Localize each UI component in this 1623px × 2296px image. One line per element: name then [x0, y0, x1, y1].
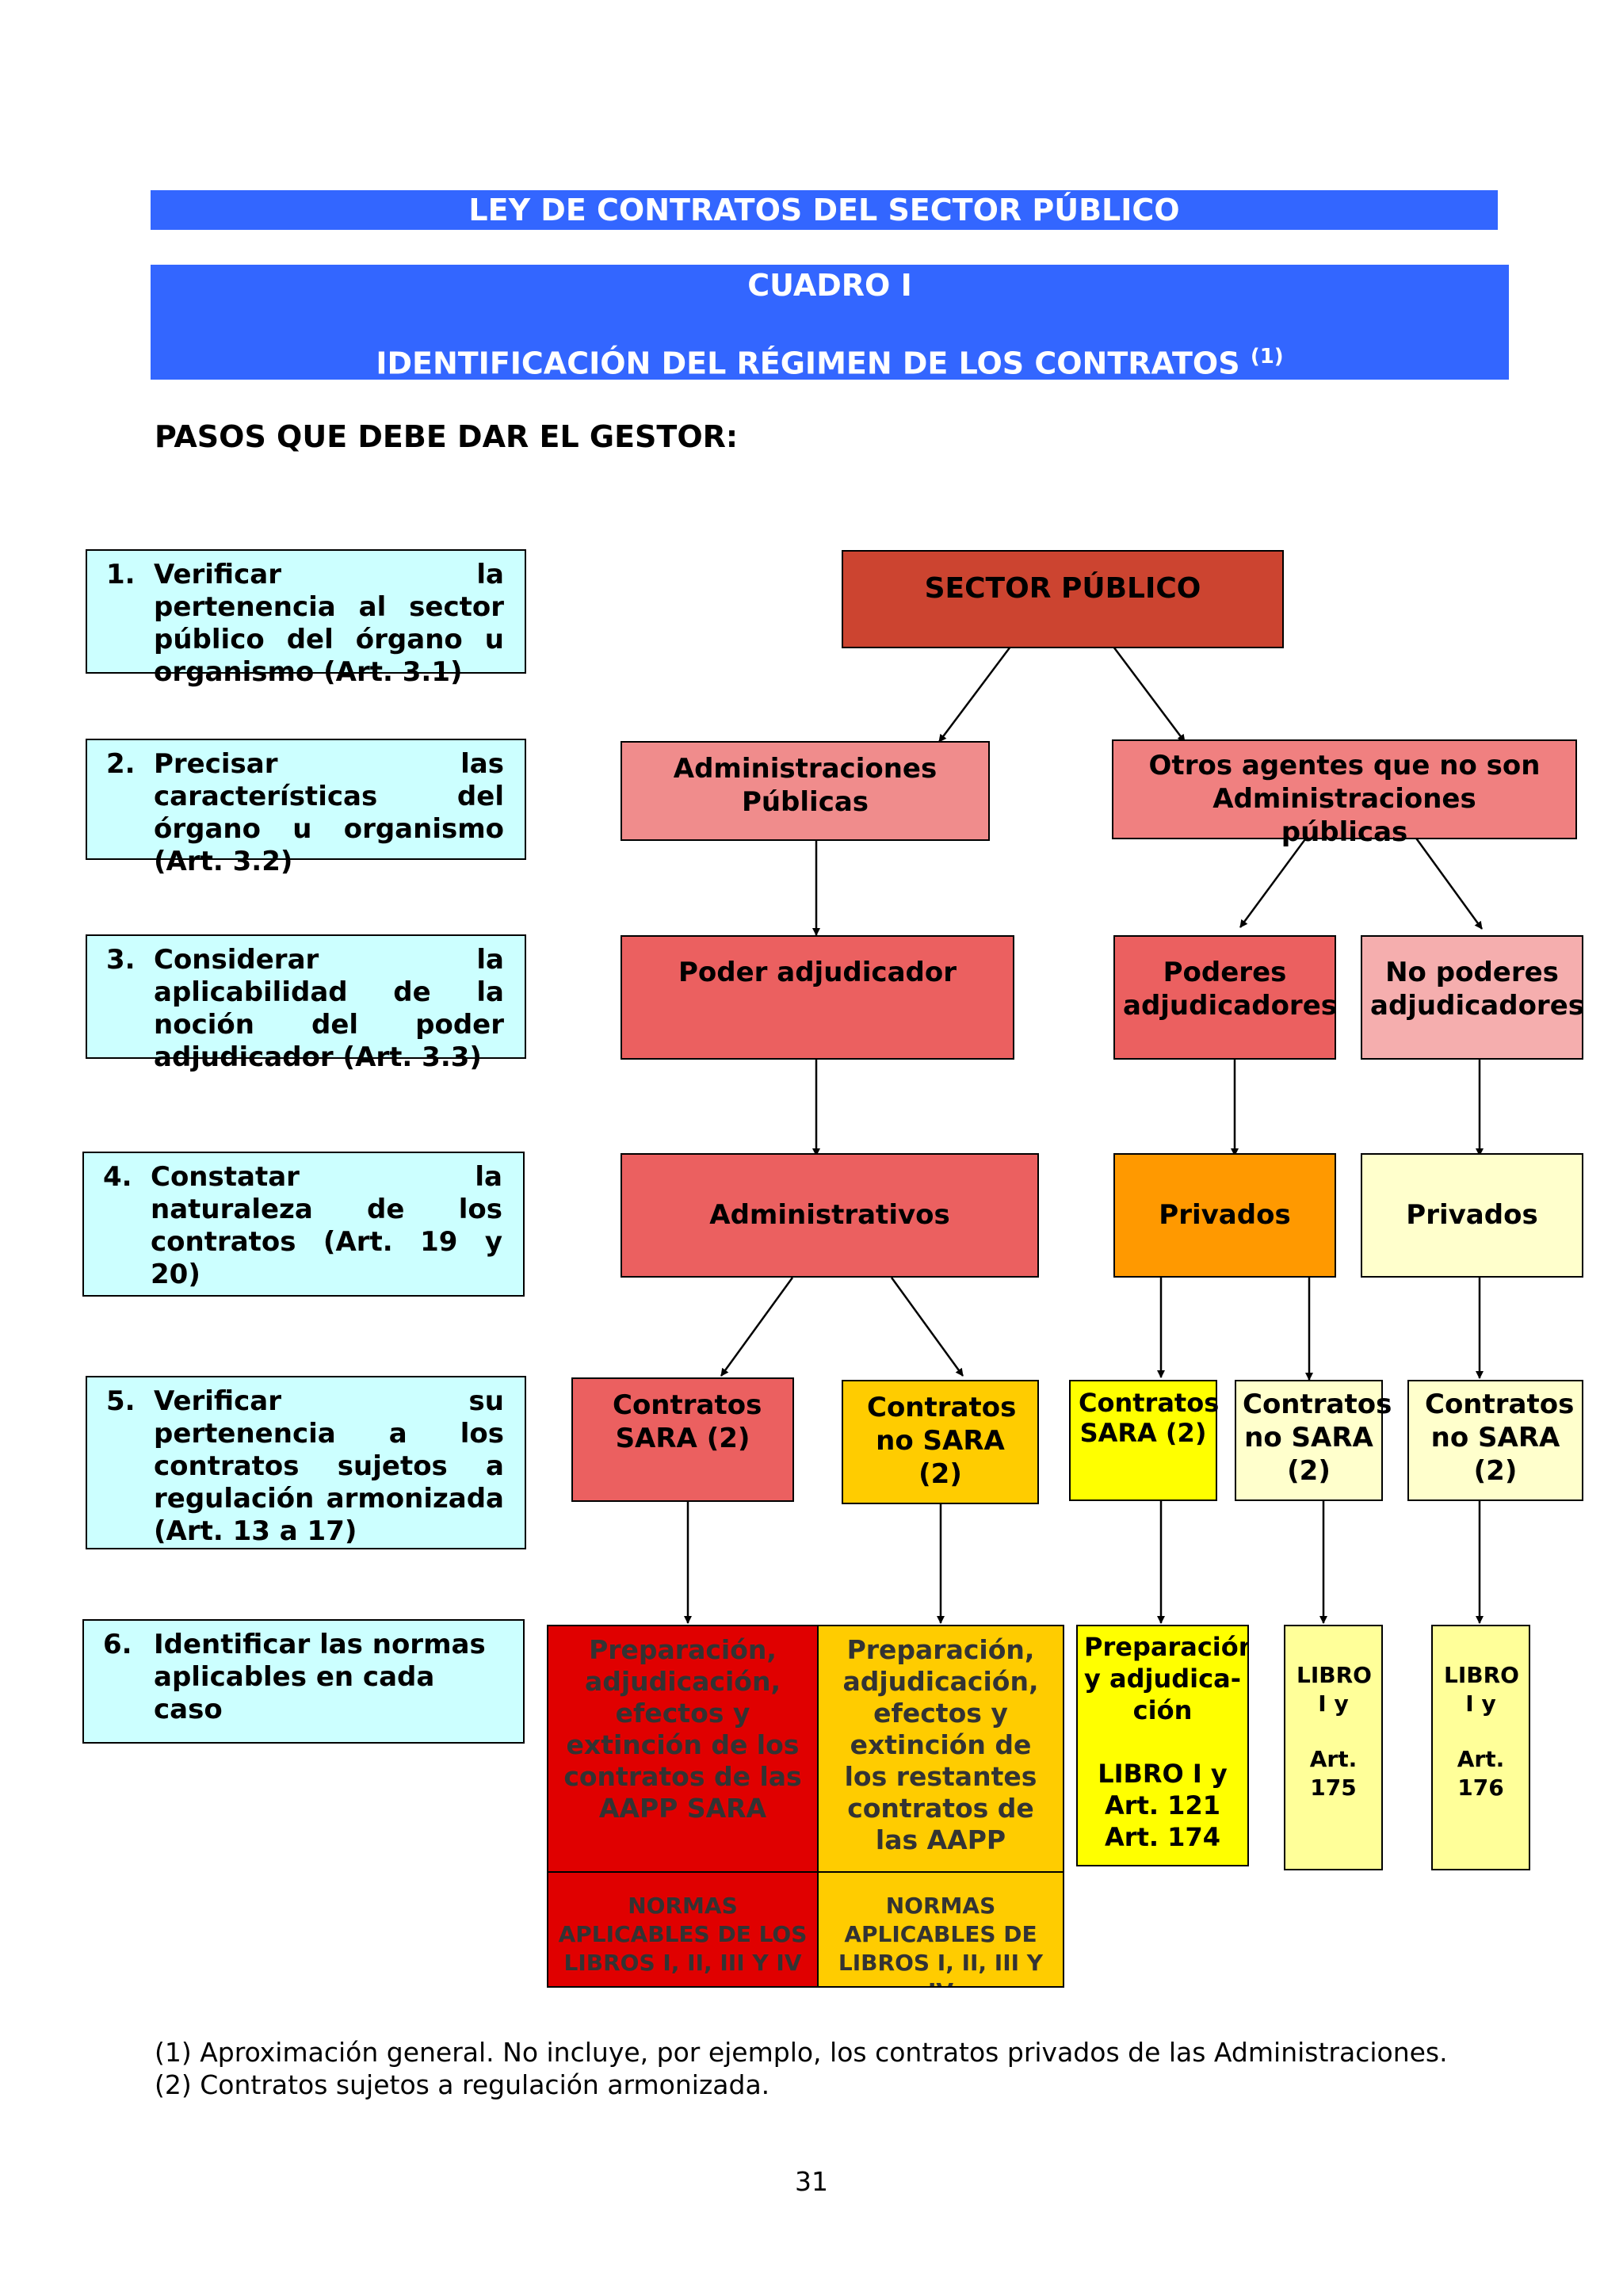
arrow — [1113, 646, 1186, 743]
arrow — [720, 1277, 794, 1377]
subtitle-note: (1) — [1250, 345, 1284, 369]
step-text: Constatar la naturaleza de los contratos… — [151, 1161, 502, 1290]
node-label: Contratos SARA (2) — [613, 1389, 762, 1454]
norm-restantes-top: Preparación, adjudicación, efectos y ext… — [817, 1625, 1064, 1873]
step-number: 1. — [106, 559, 136, 590]
norm-libro-176: LIBRO I y Art. 176 — [1431, 1625, 1530, 1870]
step-6: 6. Identificar las normas aplicables en … — [82, 1619, 525, 1744]
cuadro-banner: CUADRO I IDENTIFICACIÓN DEL RÉGIMEN DE L… — [151, 265, 1509, 381]
step-1: 1. Verificar la pertenencia al sector pú… — [86, 549, 526, 688]
node-contratos-sara-1: Contratos SARA (2) — [571, 1377, 794, 1502]
node-privados-light: Privados — [1361, 1153, 1583, 1278]
node-administraciones-publicas: Administraciones Públicas — [621, 741, 990, 841]
node-contratos-no-sara-2: Contratos no SARA (2) — [1235, 1380, 1392, 1501]
node-label: SECTOR PÚBLICO — [924, 572, 1201, 605]
node-label: No poderes adjudicadores — [1370, 957, 1584, 1022]
node-administrativos: Administrativos — [621, 1153, 1039, 1278]
norm-text: LIBRO I y Art. 121 Art. 174 — [1098, 1759, 1228, 1852]
norm-aapp-sara-bottom: NORMAS APLICABLES DE LOS LIBROS I, II, I… — [547, 1871, 819, 1988]
step-number: 6. — [103, 1629, 132, 1660]
node-contratos-no-sara-3: Contratos no SARA (2) — [1407, 1380, 1583, 1501]
norm-text: Preparación y adjudica-ción — [1084, 1632, 1249, 1725]
step-number: 5. — [106, 1385, 136, 1417]
node-label: Otros agentes que no son Administracione… — [1148, 750, 1541, 848]
step-2: 2. Precisar las características del órga… — [86, 739, 526, 877]
node-contratos-no-sara-1: Contratos no SARA (2) — [842, 1380, 1039, 1504]
norm-text: Preparación, adjudicación, efectos y ext… — [563, 1634, 802, 1824]
footnote-1: (1) Aproximación general. No incluye, po… — [155, 2037, 1448, 2068]
arrow — [938, 646, 1011, 743]
step-text: Identificar las normas aplicables en cad… — [154, 1629, 486, 1725]
node-label: Poder adjudicador — [678, 957, 957, 988]
law-title-banner: LEY DE CONTRATOS DEL SECTOR PÚBLICO — [151, 190, 1498, 230]
page-number: 31 — [795, 2166, 828, 2197]
node-poder-adjudicador: Poder adjudicador — [621, 935, 1014, 1060]
footnote-2: (2) Contratos sujetos a regulación armon… — [155, 2069, 770, 2100]
norm-text: Art. 176 — [1457, 1746, 1505, 1801]
step-text: Verificar la pertenencia al sector públi… — [154, 559, 504, 688]
norm-libro-121-174: Preparación y adjudica-ción LIBRO I y Ar… — [1076, 1625, 1249, 1866]
step-number: 4. — [103, 1161, 132, 1193]
node-label: Poderes adjudicadores — [1123, 957, 1337, 1022]
step-number: 3. — [106, 944, 136, 976]
steps-heading: PASOS QUE DEBE DAR EL GESTOR: — [155, 419, 739, 454]
node-label: Privados — [1406, 1199, 1538, 1231]
step-text: Precisar las características del órgano … — [154, 748, 504, 877]
step-4: 4. Constatar la naturaleza de los contra… — [82, 1152, 525, 1297]
node-otros-agentes: Otros agentes que no son Administracione… — [1112, 739, 1577, 848]
node-contratos-sara-2: Contratos SARA (2) — [1069, 1380, 1220, 1501]
norm-restantes-bottom: NORMAS APLICABLES DE LIBROS I, II, III Y… — [817, 1871, 1064, 1988]
law-title: LEY DE CONTRATOS DEL SECTOR PÚBLICO — [468, 193, 1180, 227]
node-label: Contratos no SARA (2) — [1243, 1389, 1392, 1487]
step-5: 5. Verificar su pertenencia a los contra… — [86, 1376, 526, 1549]
step-number: 2. — [106, 748, 136, 780]
node-label: Contratos SARA (2) — [1079, 1388, 1220, 1448]
node-label: Administrativos — [709, 1199, 950, 1231]
norm-text: Preparación, adjudicación, efectos y ext… — [842, 1634, 1039, 1855]
norm-text: LIBRO I y — [1444, 1662, 1519, 1717]
step-text: Verificar su pertenencia a los contratos… — [154, 1385, 504, 1547]
node-label: Privados — [1159, 1199, 1291, 1231]
arrow — [1239, 830, 1313, 928]
arrow — [1409, 830, 1484, 930]
norm-text: NORMAS APLICABLES DE LOS LIBROS I, II, I… — [558, 1893, 808, 1976]
step-text: Considerar la aplicabilidad de la noción… — [154, 944, 504, 1073]
step-3: 3. Considerar la aplicabilidad de la noc… — [86, 934, 526, 1073]
cuadro-label: CUADRO I — [747, 268, 912, 303]
norm-text: Art. 175 — [1309, 1746, 1358, 1801]
node-label: Contratos no SARA (2) — [1425, 1389, 1575, 1487]
node-no-poderes-adjudicadores: No poderes adjudicadores — [1361, 935, 1584, 1060]
norm-text: LIBRO I y — [1296, 1662, 1372, 1717]
norm-text: NORMAS APLICABLES DE LIBROS I, II, III Y… — [838, 1893, 1044, 1986]
norm-aapp-sara-top: Preparación, adjudicación, efectos y ext… — [547, 1625, 819, 1873]
norm-libro-175: LIBRO I y Art. 175 — [1284, 1625, 1383, 1870]
node-privados-orange: Privados — [1113, 1153, 1336, 1278]
arrow — [890, 1277, 964, 1377]
node-label: Administraciones Públicas — [673, 753, 938, 818]
regime-subtitle: IDENTIFICACIÓN DEL RÉGIMEN DE LOS CONTRA… — [376, 346, 1240, 381]
node-poderes-adjudicadores: Poderes adjudicadores — [1113, 935, 1337, 1060]
node-sector-publico: SECTOR PÚBLICO — [842, 550, 1284, 648]
node-label: Contratos no SARA (2) — [867, 1392, 1017, 1490]
